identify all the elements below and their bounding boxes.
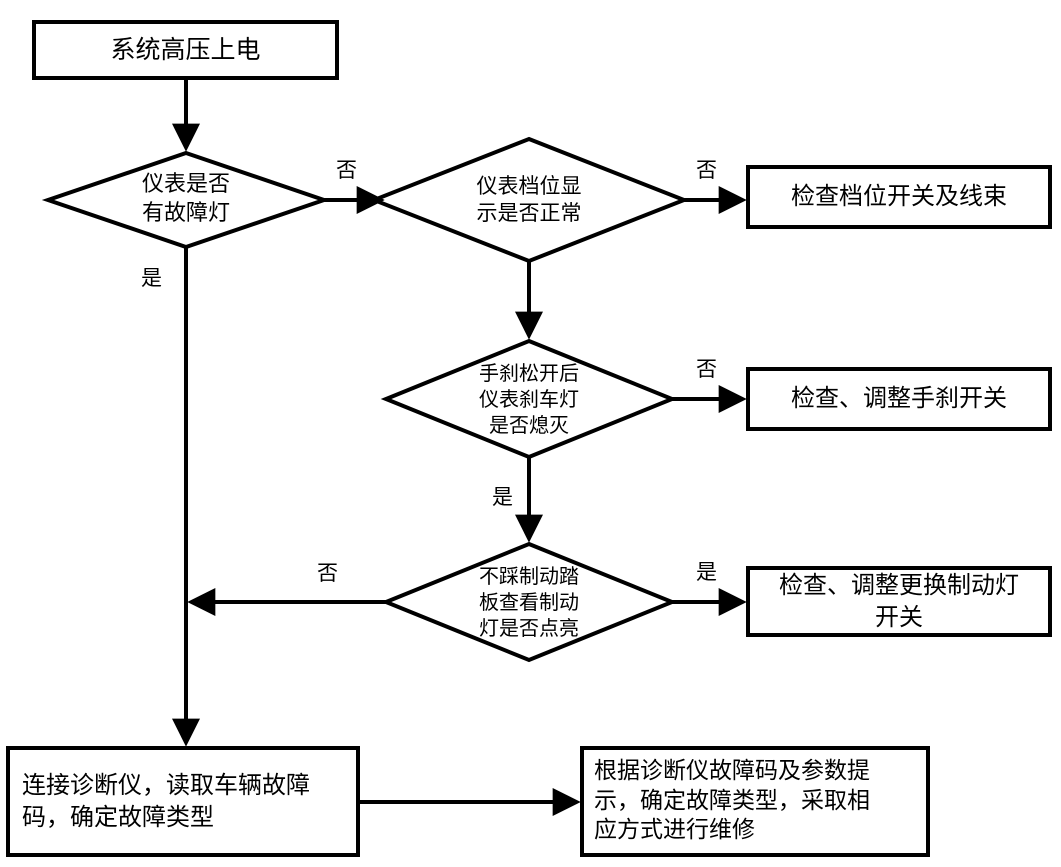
node-decision-warning-light-shape: [41, 150, 331, 250]
node-start-shape: [32, 20, 339, 80]
node-check-gear-switch-shape: [746, 165, 1052, 229]
node-connect-scanner-shape: [6, 746, 360, 857]
node-decision-brake-pedal-shape: [380, 541, 678, 663]
edge-label-brake-pedal-no: 否: [317, 561, 338, 585]
edge-label-handbrake-yes: 是: [492, 485, 513, 509]
edge-label-handbrake-no: 否: [696, 357, 717, 381]
edge-label-brake-pedal-yes: 是: [696, 560, 717, 584]
node-check-handbrake-switch-shape: [746, 367, 1052, 431]
edge-label-warning-light-no: 否: [336, 158, 357, 182]
node-replace-brake-switch-shape: [746, 566, 1052, 637]
node-repair-shape: [580, 746, 930, 857]
edge-label-gear-display-no: 否: [696, 158, 717, 182]
edge-label-warning-light-yes: 是: [141, 266, 162, 290]
node-decision-gear-display-shape: [368, 136, 690, 264]
node-decision-handbrake-shape: [380, 338, 678, 460]
